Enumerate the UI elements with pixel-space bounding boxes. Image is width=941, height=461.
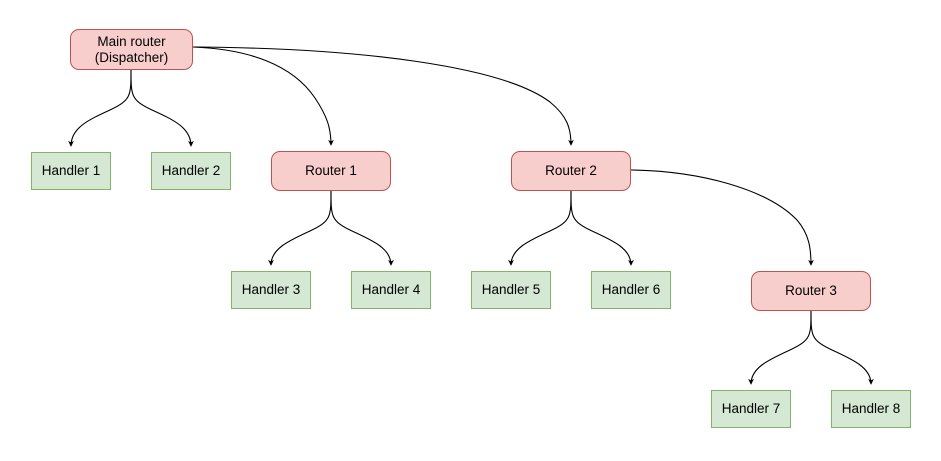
- node-router-1[interactable]: Router 1: [271, 151, 391, 191]
- edge-r1-to-handler-3: [268, 190, 332, 266]
- node-handler-5[interactable]: Handler 5: [471, 271, 551, 309]
- node-handler-4[interactable]: Handler 4: [351, 271, 431, 309]
- edge-r2-to-handler-6: [570, 190, 634, 266]
- node-label-router-1: Router 1: [305, 163, 357, 178]
- node-label-handler-3: Handler 3: [241, 282, 301, 297]
- edge-main-to-router-1: [192, 46, 334, 146]
- edge-r2-to-handler-5: [508, 190, 572, 266]
- node-router-2[interactable]: Router 2: [511, 151, 631, 191]
- node-label-router-3: Router 3: [785, 283, 837, 298]
- edge-r3-to-handler-7: [748, 310, 812, 385]
- node-label-handler-4: Handler 4: [361, 282, 421, 297]
- node-label-main-router: Main router (Dispatcher): [94, 33, 169, 65]
- node-handler-3[interactable]: Handler 3: [231, 271, 311, 309]
- node-label-handler-6: Handler 6: [601, 282, 661, 297]
- edge-main-to-router-2: [192, 46, 574, 146]
- node-handler-6[interactable]: Handler 6: [591, 271, 671, 309]
- edge-r3-to-handler-8: [810, 310, 874, 385]
- node-label-handler-2: Handler 2: [161, 163, 221, 178]
- node-label-handler-7: Handler 7: [721, 401, 781, 416]
- node-main-router[interactable]: Main router (Dispatcher): [70, 29, 193, 70]
- node-handler-8[interactable]: Handler 8: [831, 390, 911, 428]
- node-handler-2[interactable]: Handler 2: [151, 152, 231, 190]
- node-handler-7[interactable]: Handler 7: [711, 390, 791, 428]
- node-label-handler-1: Handler 1: [41, 163, 101, 178]
- edge-r2-to-router-3: [630, 169, 814, 266]
- edge-r1-to-handler-4: [330, 190, 394, 266]
- edge-main-to-handler-2: [130, 69, 194, 147]
- edge-main-to-handler-1: [68, 69, 132, 147]
- node-label-router-2: Router 2: [545, 163, 597, 178]
- node-label-handler-8: Handler 8: [841, 401, 901, 416]
- node-router-3[interactable]: Router 3: [751, 271, 871, 311]
- node-label-handler-5: Handler 5: [481, 282, 541, 297]
- node-handler-1[interactable]: Handler 1: [31, 152, 111, 190]
